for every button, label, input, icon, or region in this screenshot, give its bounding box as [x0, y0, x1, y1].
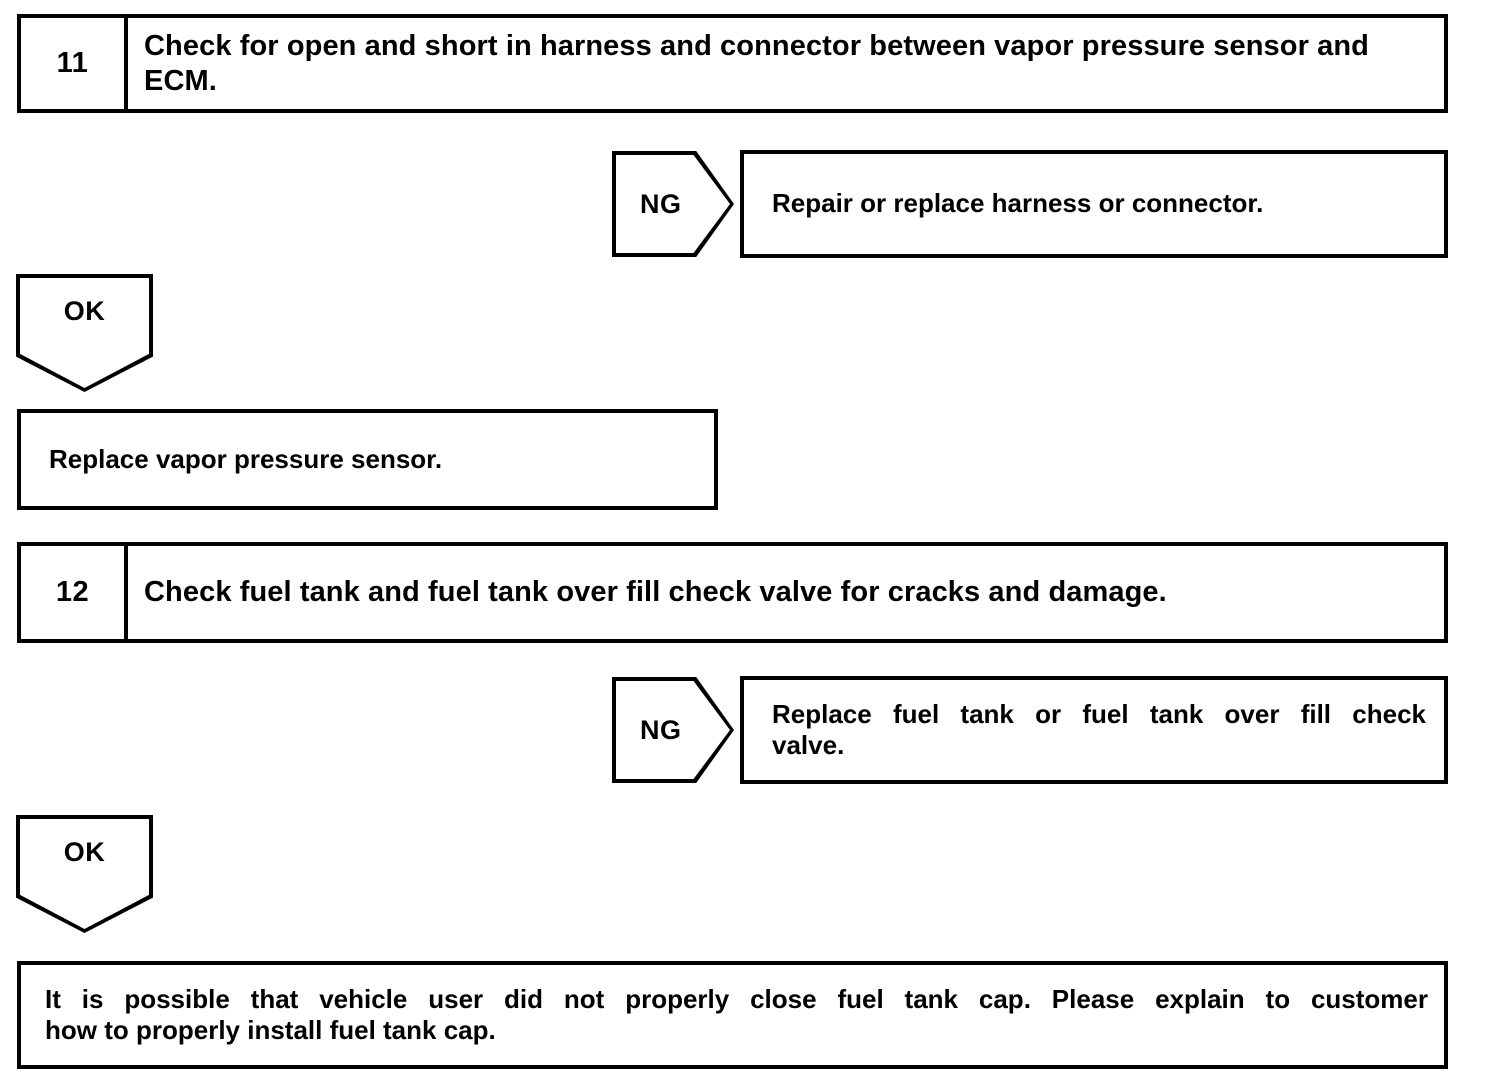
ng-flag-11-label: NG	[640, 188, 682, 219]
step-number-11: 11	[21, 18, 128, 109]
ng-flag-11-inner: NG	[616, 155, 730, 253]
step-number-12: 12	[21, 546, 128, 639]
ng-flag-11: NG	[612, 151, 734, 257]
step-box-12: 12 Check fuel tank and fuel tank over fi…	[17, 542, 1448, 643]
ng-result-box-12: Replace fuel tank or fuel tank over fill…	[740, 676, 1448, 784]
ng-result-text-12-line1: Replace fuel tank or fuel tank over fill…	[772, 698, 1426, 729]
ok-flag-12: OK	[16, 815, 153, 933]
ok-flag-12-inner	[20, 819, 149, 929]
ok-result-box-11: Replace vapor pressure sensor.	[17, 409, 718, 510]
ng-flag-12-inner: NG	[616, 681, 730, 779]
ok-result-text-12: It is possible that vehicle user did not…	[21, 984, 1444, 1046]
ok-result-text-12-line1: It is possible that vehicle user did not…	[45, 983, 1428, 1014]
ng-result-text-12-line2: valve.	[772, 730, 845, 760]
ng-flag-12: NG	[612, 677, 734, 783]
ok-result-box-12: It is possible that vehicle user did not…	[17, 961, 1448, 1069]
step-instruction-12: Check fuel tank and fuel tank over fill …	[144, 576, 1167, 609]
ok-flag-11: OK	[16, 274, 153, 392]
ng-result-text-11: Repair or replace harness or connector.	[772, 188, 1264, 219]
ok-flag-11-inner	[20, 278, 149, 388]
step-box-11: 11 Check for open and short in harness a…	[17, 14, 1448, 113]
ok-result-text-11: Replace vapor pressure sensor.	[49, 443, 443, 474]
ok-result-text-12-line2: how to properly install fuel tank cap.	[45, 1015, 496, 1045]
ng-result-text-12: Replace fuel tank or fuel tank over fill…	[744, 699, 1444, 761]
ng-flag-12-label: NG	[640, 714, 682, 745]
ok-flag-12-label: OK	[63, 837, 106, 867]
step-instruction-11: Check for open and short in harness and …	[144, 30, 1369, 97]
ng-result-box-11: Repair or replace harness or connector.	[740, 150, 1448, 258]
ok-flag-11-label: OK	[63, 296, 106, 326]
